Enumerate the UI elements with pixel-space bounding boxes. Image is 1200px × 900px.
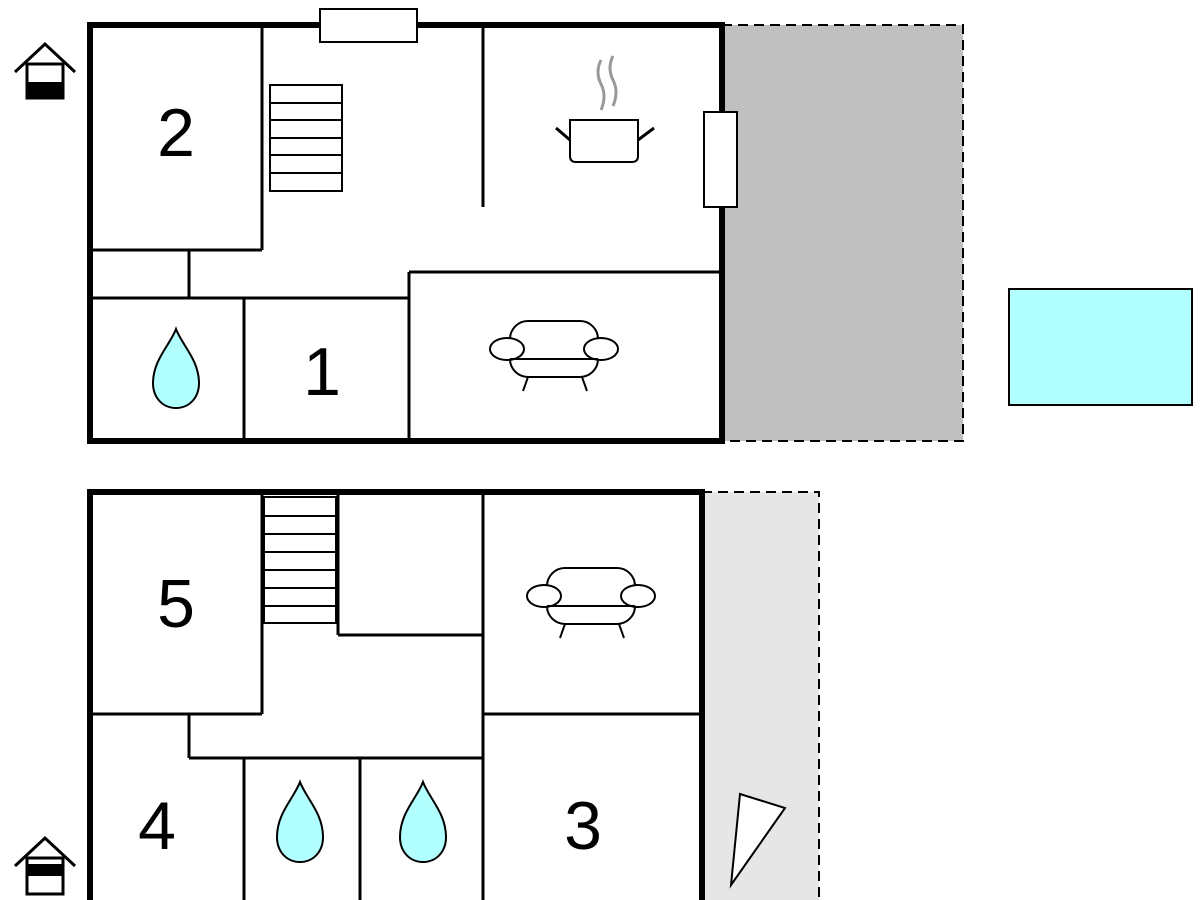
water-drop-icon [275,779,325,864]
water-drop-icon [151,326,201,410]
room-number-1: 1 [303,334,341,410]
terrace [721,24,964,442]
kitchen-pot-icon [555,55,655,163]
water-drop-icon [398,779,448,864]
pool [1008,288,1193,406]
sofa-icon [489,320,619,392]
stairs-icon [269,84,343,192]
upper-floor: 5 4 3 [13,489,820,900]
house-floor-icon [13,41,77,100]
window-icon [319,8,418,43]
ground-floor: 2 1 [13,8,1193,444]
upper-floor-outer-wall [87,489,705,900]
house-floor-icon [13,835,77,896]
upper-floor-inner-walls [90,492,702,900]
sofa-icon [526,567,656,639]
room-number-5: 5 [157,566,195,642]
room-number-2: 2 [157,95,195,171]
ground-floor-inner-walls [90,25,722,441]
room-number-3: 3 [564,788,602,864]
room-number-4: 4 [138,788,176,864]
door-icon [703,111,738,208]
shade-icon [729,792,787,889]
stairs-icon [263,496,337,624]
